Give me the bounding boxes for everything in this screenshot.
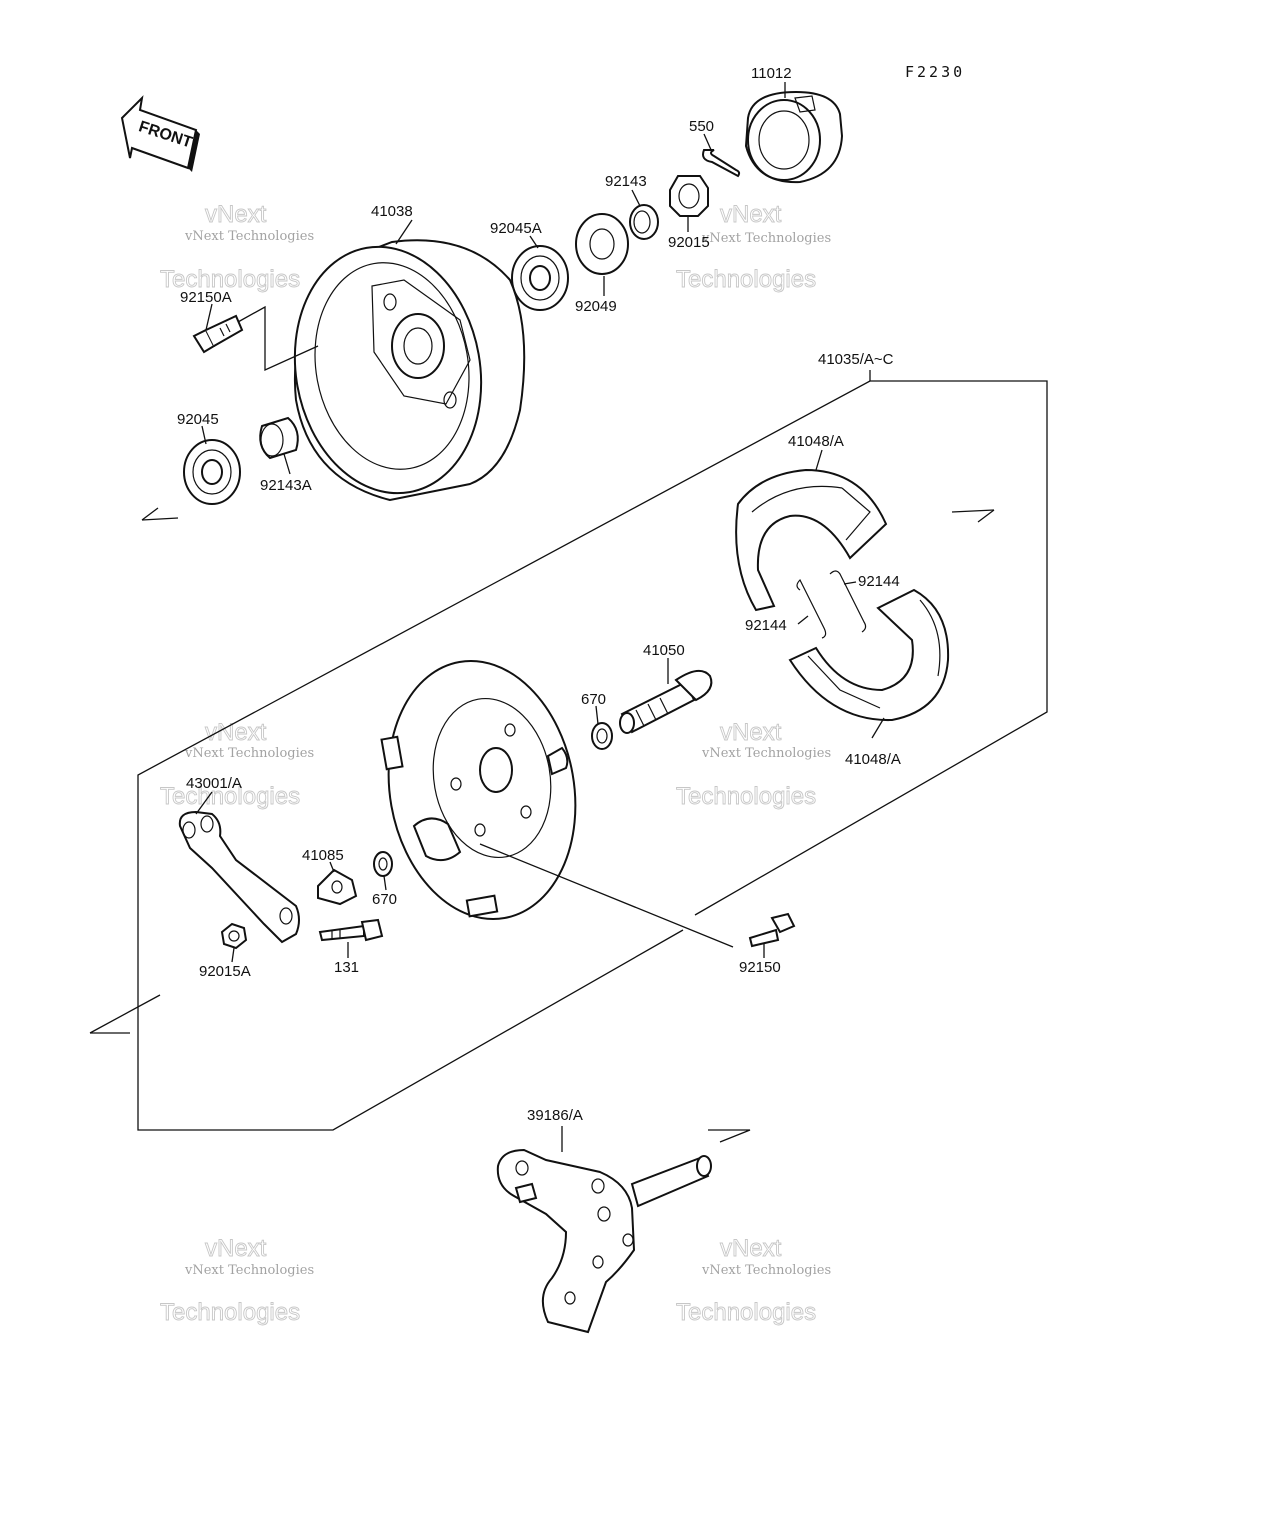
part-92045a-bearing bbox=[511, 245, 569, 311]
watermark-text: Technologies bbox=[160, 1299, 300, 1326]
label-41085: 41085 bbox=[302, 847, 344, 864]
label-670-upper: 670 bbox=[581, 691, 606, 708]
diagram-code: F2230 bbox=[905, 63, 965, 81]
front-arrow-icon: FRONT bbox=[120, 95, 200, 172]
part-670-washer-lower bbox=[373, 851, 393, 877]
label-92015: 92015 bbox=[668, 234, 710, 251]
label-11012: 11012 bbox=[751, 65, 792, 82]
watermark-text: vNext Technologies bbox=[701, 746, 831, 761]
watermark-text: vNext bbox=[205, 1235, 267, 1262]
part-131-bolt bbox=[318, 918, 384, 942]
label-39186a: 39186/A bbox=[527, 1107, 583, 1124]
label-92015a: 92015A bbox=[199, 963, 251, 980]
part-92015-castle-nut bbox=[669, 175, 709, 217]
leader-92150a bbox=[237, 305, 319, 372]
part-92144-spring-left bbox=[796, 578, 827, 639]
watermark-middle-left: vNext vNext Technologies Technologies bbox=[160, 719, 315, 811]
watermark-text: vNext bbox=[720, 201, 782, 228]
watermark-middle-right: vNext vNext Technologies Technologies bbox=[676, 719, 832, 811]
part-41048a-brake-shoe-upper bbox=[735, 468, 888, 612]
watermark-text: vNext bbox=[205, 719, 267, 746]
part-92144-spring-right bbox=[829, 570, 867, 633]
part-92045-bearing bbox=[183, 439, 241, 505]
watermark-text: Technologies bbox=[160, 783, 300, 810]
part-41048a-brake-shoe-lower bbox=[788, 588, 950, 722]
part-550-cotter-pin bbox=[702, 149, 741, 178]
part-670-washer-upper bbox=[591, 722, 613, 750]
label-550: 550 bbox=[689, 118, 714, 135]
label-92045: 92045 bbox=[177, 411, 219, 428]
watermark-text: Technologies bbox=[676, 783, 816, 810]
label-92049: 92049 bbox=[575, 298, 617, 315]
part-92143-collar bbox=[629, 204, 659, 240]
part-41085-indicator-plate bbox=[317, 868, 358, 906]
label-41038: 41038 bbox=[371, 203, 413, 220]
watermark-text: vNext Technologies bbox=[184, 229, 314, 244]
watermark-bottom-right: vNext vNext Technologies Technologies bbox=[676, 1235, 832, 1327]
label-92143a: 92143A bbox=[260, 477, 312, 494]
label-43001a: 43001/A bbox=[186, 775, 242, 792]
label-92150: 92150 bbox=[739, 959, 781, 976]
label-131: 131 bbox=[334, 959, 359, 976]
part-41038-brake-drum bbox=[293, 239, 526, 502]
watermark-text: Technologies bbox=[160, 266, 300, 293]
label-92150a: 92150A bbox=[180, 289, 232, 306]
part-92049-seal bbox=[575, 213, 629, 275]
watermark-text: vNext Technologies bbox=[184, 1263, 314, 1278]
part-41050-brake-cam bbox=[619, 669, 713, 734]
leader-92150 bbox=[479, 843, 734, 948]
watermark-text: vNext Technologies bbox=[701, 1263, 831, 1278]
label-92143: 92143 bbox=[605, 173, 647, 190]
part-labels: 11012 550 92143 92015 41038 92045A 92049… bbox=[177, 65, 901, 1124]
label-92045a: 92045A bbox=[490, 220, 542, 237]
part-92150a-bolt bbox=[192, 314, 244, 354]
watermark-text: vNext Technologies bbox=[701, 231, 831, 246]
part-11012-cap bbox=[744, 90, 844, 184]
part-92015a-nut bbox=[220, 922, 248, 950]
watermark-text: vNext bbox=[205, 201, 267, 228]
part-39186a-knuckle-spindle bbox=[496, 1148, 712, 1334]
label-41048a-lower: 41048/A bbox=[845, 751, 901, 768]
label-92144-left: 92144 bbox=[745, 617, 787, 634]
label-670-lower: 670 bbox=[372, 891, 397, 908]
label-41048a-upper: 41048/A bbox=[788, 433, 844, 450]
part-brake-backing-plate bbox=[380, 659, 577, 921]
part-92150-bolt bbox=[748, 912, 796, 948]
label-92144-right: 92144 bbox=[858, 573, 900, 590]
label-41050: 41050 bbox=[643, 642, 685, 659]
watermark-bottom-left: vNext vNext Technologies Technologies bbox=[160, 1235, 315, 1327]
label-41035: 41035/A~C bbox=[818, 351, 894, 368]
part-43001a-brake-lever bbox=[178, 810, 300, 944]
watermark-text: vNext Technologies bbox=[184, 746, 314, 761]
leader-lines bbox=[195, 82, 885, 1152]
watermark-top-right: vNext vNext Technologies Technologies bbox=[676, 201, 832, 294]
brake-assembly-outline bbox=[89, 370, 1048, 1143]
part-92143a-collar bbox=[259, 416, 299, 460]
watermark-top-left: vNext vNext Technologies Technologies bbox=[160, 201, 315, 294]
watermark-text: Technologies bbox=[676, 1299, 816, 1326]
watermark-text: vNext bbox=[720, 719, 782, 746]
watermark-text: vNext bbox=[720, 1235, 782, 1262]
watermark-text: Technologies bbox=[676, 266, 816, 293]
